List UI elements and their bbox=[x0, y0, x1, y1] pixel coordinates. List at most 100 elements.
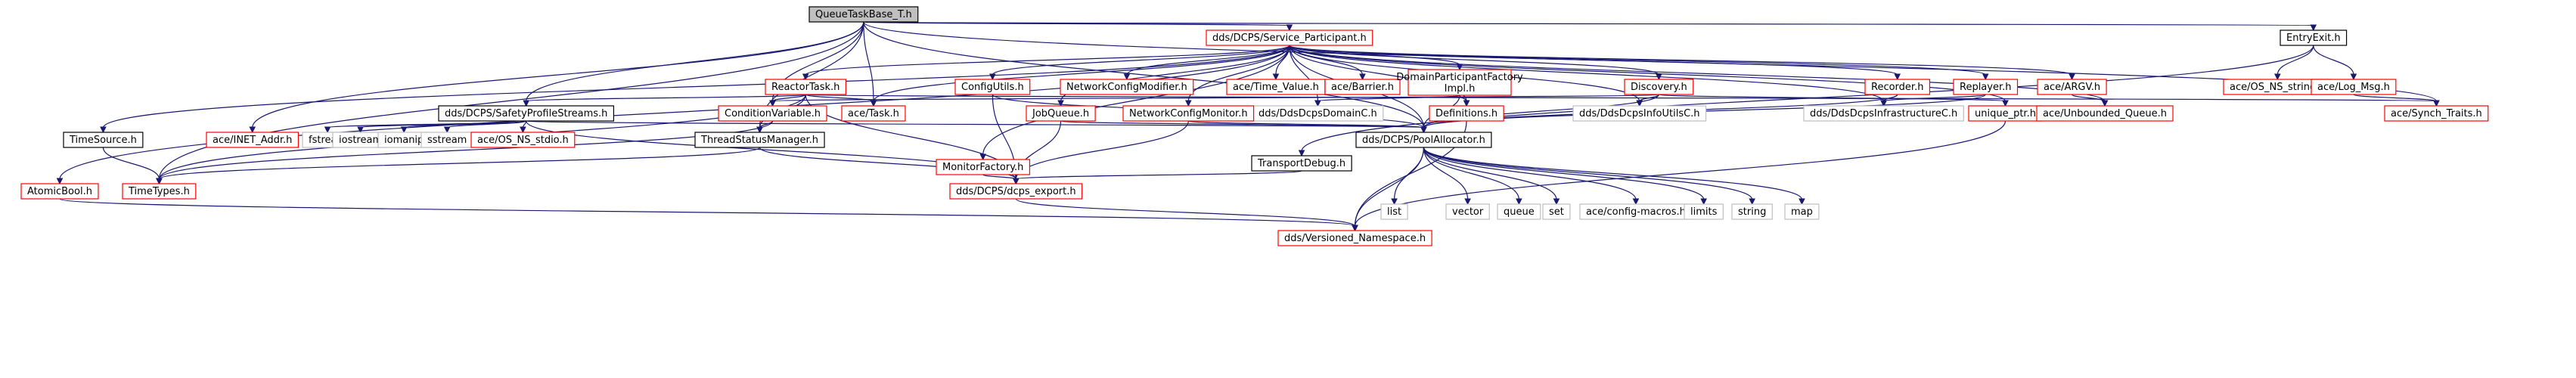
node-timesource[interactable]: TimeSource.h bbox=[63, 132, 144, 148]
edge-arrowhead bbox=[2350, 73, 2357, 81]
node-configutils[interactable]: ConfigUtils.h bbox=[954, 79, 1031, 95]
edge-safety-to-sstream bbox=[443, 120, 527, 134]
node-box-safety bbox=[438, 105, 615, 122]
node-limits[interactable]: limits bbox=[1684, 203, 1724, 220]
node-label-jobqueue: JobQueue.h bbox=[1032, 108, 1089, 119]
node-reactortask[interactable]: ReactorTask.h bbox=[765, 79, 846, 95]
node-unbounded[interactable]: ace/Unbounded_Queue.h bbox=[2036, 105, 2174, 122]
edge-condvar-to-timetypes bbox=[156, 120, 774, 185]
node-map[interactable]: map bbox=[1784, 203, 1820, 220]
node-label-timevalue: ace/Time_Value.h bbox=[1233, 82, 1319, 93]
node-set[interactable]: set bbox=[1542, 203, 1571, 220]
edge-line bbox=[59, 198, 1356, 227]
node-export[interactable]: dds/DCPS/dcps_export.h bbox=[949, 183, 1083, 200]
node-label-dpfi: Impl.h bbox=[1445, 83, 1476, 94]
edge-root-to-timetypes bbox=[156, 21, 864, 185]
node-tsm[interactable]: ThreadStatusManager.h bbox=[694, 132, 825, 148]
node-transportdebug[interactable]: TransportDebug.h bbox=[1251, 155, 1352, 172]
node-argv[interactable]: ace/ARGV.h bbox=[2037, 79, 2107, 95]
node-recorder[interactable]: Recorder.h bbox=[1864, 79, 1931, 95]
node-inetaddr[interactable]: ace/INET_Addr.h bbox=[206, 132, 299, 148]
node-condvar[interactable]: ConditionVariable.h bbox=[718, 105, 827, 122]
edge-pool-to-set bbox=[1423, 147, 1560, 206]
node-ncmon[interactable]: NetworkConfigMonitor.h bbox=[1122, 105, 1255, 122]
node-box-jobqueue bbox=[1026, 105, 1096, 122]
node-discovery[interactable]: Discovery.h bbox=[1624, 79, 1694, 95]
node-replayer[interactable]: Replayer.h bbox=[1953, 79, 2019, 95]
node-box-synchtraits bbox=[2384, 105, 2489, 122]
edge-arrowhead bbox=[1391, 198, 1398, 206]
edge-line bbox=[1423, 147, 1519, 200]
edge-line bbox=[1423, 147, 1637, 200]
edge-ncmon-to-pool bbox=[1187, 120, 1427, 134]
edge-arrowhead bbox=[769, 100, 776, 107]
node-string[interactable]: string bbox=[1731, 203, 1773, 220]
edge-arrowhead bbox=[1516, 198, 1522, 206]
node-synchtraits[interactable]: ace/Synch_Traits.h bbox=[2384, 105, 2489, 122]
node-vector[interactable]: vector bbox=[1445, 203, 1490, 220]
edge-root-to-inetaddr bbox=[249, 21, 864, 134]
edge-arrowhead bbox=[2310, 24, 2317, 32]
node-barrier[interactable]: ace/Barrier.h bbox=[1324, 79, 1401, 95]
edge-line bbox=[526, 94, 806, 102]
node-acetask[interactable]: ace/Task.h bbox=[841, 105, 906, 122]
edge-arrowhead bbox=[1359, 73, 1366, 81]
edge-line bbox=[1015, 120, 1189, 180]
node-sp[interactable]: dds/DCPS/Service_Participant.h bbox=[1206, 29, 1373, 46]
node-infoutils[interactable]: dds/DdsDcpsInfoUtilsC.h bbox=[1572, 105, 1707, 122]
edge-entryexit-to-osnsstring bbox=[2274, 45, 2314, 81]
node-ncmod[interactable]: NetworkConfigModifier.h bbox=[1060, 79, 1194, 95]
edge-reactortask-to-acetask bbox=[805, 94, 877, 107]
node-label-configmacros: ace/config-macros.h bbox=[1586, 206, 1686, 218]
node-label-monitorfactory: MonitorFactory.h bbox=[942, 162, 1023, 173]
edge-arrowhead bbox=[1749, 198, 1755, 206]
edge-pool-to-map bbox=[1423, 147, 1805, 206]
node-queue[interactable]: queue bbox=[1497, 203, 1541, 220]
edge-arrowhead bbox=[2069, 73, 2075, 81]
edge-argv-to-unbounded bbox=[2071, 94, 2109, 107]
edge-dpfi-to-ddsdomainc bbox=[1314, 94, 1460, 107]
node-timetypes[interactable]: TimeTypes.h bbox=[122, 183, 197, 200]
node-uniqueptr[interactable]: unique_ptr.h bbox=[1968, 105, 2043, 122]
node-iomanip[interactable]: iomanip bbox=[377, 132, 430, 148]
edge-arrowhead bbox=[400, 126, 408, 134]
node-sstream[interactable]: sstream bbox=[421, 132, 473, 148]
node-box-tsm bbox=[694, 132, 825, 148]
node-ddsdomainc[interactable]: dds/DdsDcpsDomainC.h bbox=[1252, 105, 1384, 122]
edge-arrowhead bbox=[520, 126, 526, 134]
edge-root-to-sp bbox=[863, 21, 1293, 32]
node-pool[interactable]: dds/DCPS/PoolAllocator.h bbox=[1355, 132, 1492, 148]
node-configmacros[interactable]: ace/config-macros.h bbox=[1579, 203, 1693, 220]
node-root[interactable]: QueueTaskBase_T.h bbox=[808, 6, 919, 23]
node-label-osnsstdio: ace/OS_NS_stdio.h bbox=[477, 135, 569, 146]
edge-arrowhead bbox=[1352, 225, 1358, 232]
node-monitorfactory[interactable]: MonitorFactory.h bbox=[936, 159, 1031, 175]
node-box-acetask bbox=[841, 105, 906, 122]
edge-line bbox=[1289, 45, 1986, 76]
node-jobqueue[interactable]: JobQueue.h bbox=[1026, 105, 1096, 122]
node-infrac[interactable]: dds/DdsDcpsInfrastructureC.h bbox=[1803, 105, 1964, 122]
node-definitions[interactable]: Definitions.h bbox=[1429, 105, 1504, 122]
node-atomicbool[interactable]: AtomicBool.h bbox=[20, 183, 99, 200]
node-safety[interactable]: dds/DCPS/SafetyProfileStreams.h bbox=[438, 105, 615, 122]
node-entryexit[interactable]: EntryExit.h bbox=[2280, 29, 2348, 46]
edge-line bbox=[1126, 45, 1290, 76]
node-timevalue[interactable]: ace/Time_Value.h bbox=[1226, 79, 1326, 95]
edge-ncmon-to-export bbox=[1013, 120, 1189, 185]
node-versioned[interactable]: dds/Versioned_Namespace.h bbox=[1277, 230, 1432, 246]
edge-line bbox=[102, 45, 1290, 129]
node-label-dpfi: DomainParticipantFactory bbox=[1396, 72, 1523, 83]
edge-line bbox=[59, 45, 1290, 180]
edge-arrowhead bbox=[870, 100, 877, 107]
node-label-versioned: dds/Versioned_Namespace.h bbox=[1284, 233, 1426, 244]
node-list[interactable]: list bbox=[1380, 203, 1408, 220]
edge-arrowhead bbox=[324, 126, 331, 134]
node-label-vector: vector bbox=[1452, 206, 1484, 218]
node-osnsstdio[interactable]: ace/OS_NS_stdio.h bbox=[470, 132, 576, 148]
edge-entryexit-to-logmsg bbox=[2313, 45, 2357, 81]
node-label-infrac: dds/DdsDcpsInfrastructureC.h bbox=[1810, 108, 1957, 119]
edge-safety-to-iostream bbox=[357, 120, 527, 134]
node-logmsg[interactable]: ace/Log_Msg.h bbox=[2311, 79, 2397, 95]
